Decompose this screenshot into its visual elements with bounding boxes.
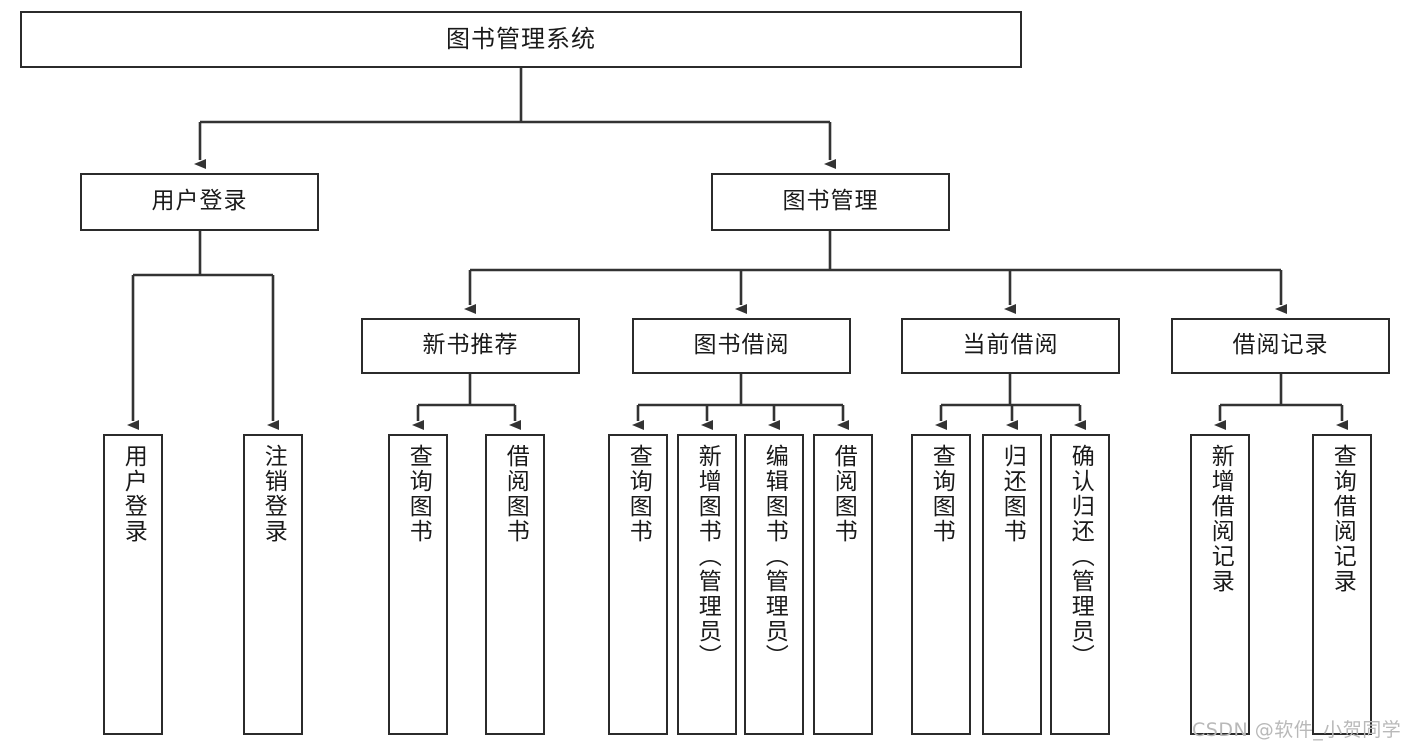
node-leaf-borrow-book[interactable]: 借阅图书	[813, 434, 873, 735]
node-leaf-edit-book-admin-label: 编辑图书（管理员）	[761, 444, 788, 669]
node-leaf-return-book-label: 归还图书	[999, 444, 1026, 544]
node-leaf-return-book[interactable]: 归还图书	[982, 434, 1042, 735]
node-leaf-query-book-recommend-label: 查询图书	[405, 444, 432, 544]
node-leaf-add-borrow-record-label: 新增借阅记录	[1207, 444, 1234, 594]
node-leaf-borrow-book-recommend-label: 借阅图书	[502, 444, 529, 544]
node-new-book-recommend-label: 新书推荐	[422, 332, 519, 359]
node-book-borrow-label: 图书借阅	[693, 332, 790, 359]
node-leaf-add-borrow-record[interactable]: 新增借阅记录	[1190, 434, 1250, 735]
node-leaf-add-book-admin-label: 新增图书（管理员）	[694, 444, 721, 669]
node-root-label: 图书管理系统	[446, 25, 596, 54]
node-book-manage[interactable]: 图书管理	[711, 173, 950, 231]
csdn-watermark: CSDN @软件_小贺同学	[1192, 719, 1402, 741]
node-new-book-recommend[interactable]: 新书推荐	[361, 318, 580, 374]
node-leaf-query-borrow-record[interactable]: 查询借阅记录	[1312, 434, 1372, 735]
node-user-login[interactable]: 用户登录	[80, 173, 319, 231]
node-leaf-edit-book-admin[interactable]: 编辑图书（管理员）	[744, 434, 804, 735]
node-leaf-query-book-borrow-label: 查询图书	[625, 444, 652, 544]
node-leaf-confirm-return-admin[interactable]: 确认归还（管理员）	[1050, 434, 1110, 735]
node-borrow-record-label: 借阅记录	[1232, 332, 1329, 359]
node-book-borrow[interactable]: 图书借阅	[632, 318, 851, 374]
node-leaf-query-book-recommend[interactable]: 查询图书	[388, 434, 448, 735]
node-leaf-query-book-borrow[interactable]: 查询图书	[608, 434, 668, 735]
node-leaf-confirm-return-admin-label: 确认归还（管理员）	[1067, 444, 1094, 669]
node-borrow-record[interactable]: 借阅记录	[1171, 318, 1390, 374]
node-book-manage-label: 图书管理	[782, 188, 879, 215]
node-leaf-user-login-label: 用户登录	[120, 444, 147, 544]
node-leaf-borrow-book-recommend[interactable]: 借阅图书	[485, 434, 545, 735]
node-leaf-add-book-admin[interactable]: 新增图书（管理员）	[677, 434, 737, 735]
node-user-login-label: 用户登录	[151, 188, 248, 215]
node-leaf-query-borrow-record-label: 查询借阅记录	[1329, 444, 1356, 594]
node-current-borrow-label: 当前借阅	[962, 332, 1059, 359]
node-current-borrow[interactable]: 当前借阅	[901, 318, 1120, 374]
node-leaf-user-login[interactable]: 用户登录	[103, 434, 163, 735]
node-leaf-logout[interactable]: 注销登录	[243, 434, 303, 735]
node-root[interactable]: 图书管理系统	[20, 11, 1022, 68]
node-leaf-logout-label: 注销登录	[260, 444, 287, 544]
node-leaf-query-book-current-label: 查询图书	[928, 444, 955, 544]
node-leaf-borrow-book-label: 借阅图书	[830, 444, 857, 544]
node-leaf-query-book-current[interactable]: 查询图书	[911, 434, 971, 735]
